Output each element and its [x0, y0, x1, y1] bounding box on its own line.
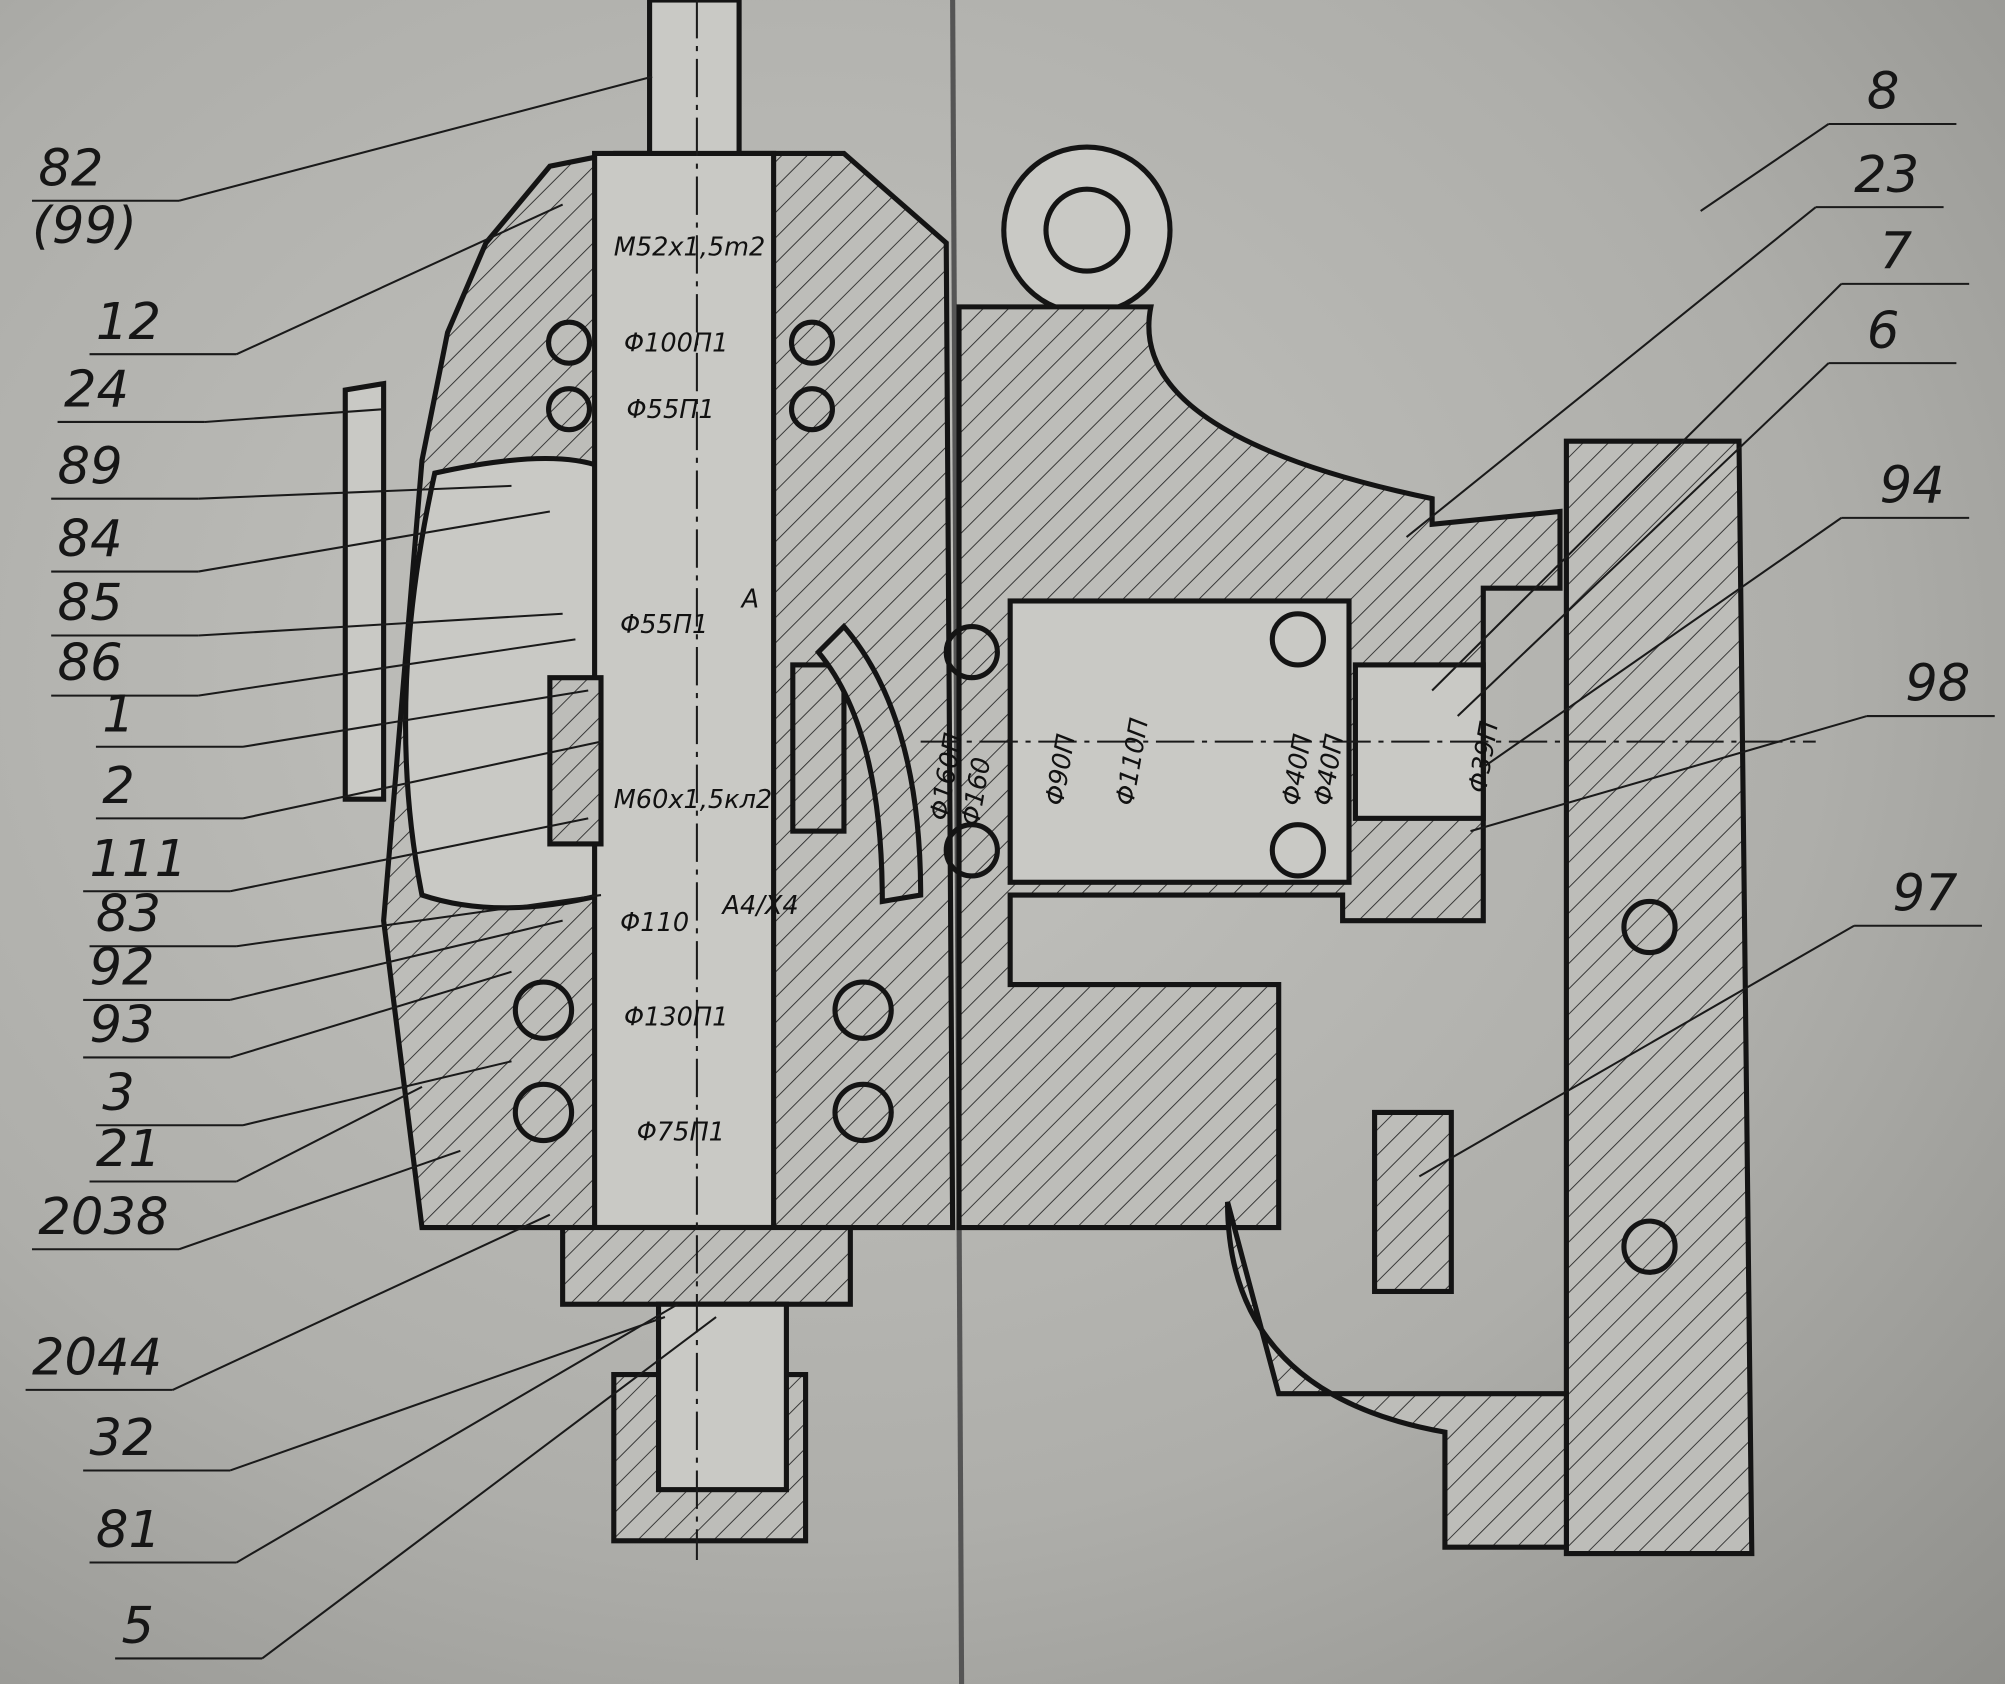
- callout-81: 81: [96, 1501, 161, 1560]
- leader-line: [1405, 206, 1817, 538]
- callout-84: 84: [58, 510, 123, 569]
- callout-24: 24: [64, 361, 129, 420]
- dim-d100: Φ100П1: [624, 329, 728, 359]
- leader-line: [1470, 715, 1868, 833]
- right-housing: [943, 144, 1755, 1557]
- dim-d110-fit: A4/X4: [720, 891, 798, 921]
- leader-line: [198, 612, 563, 637]
- callout-111: 111: [90, 830, 188, 889]
- callout-86: 86: [58, 634, 123, 693]
- callout-32: 32: [90, 1409, 155, 1468]
- callout-94: 94: [1880, 457, 1945, 516]
- leader-line: [204, 408, 384, 423]
- callout-21: 21: [96, 1120, 161, 1179]
- left-callouts: 82(99)1224898485861211183929332120382044…: [25, 75, 717, 1660]
- dim-d110: Φ110: [620, 908, 689, 938]
- callout-12: 12: [96, 293, 161, 352]
- leader-line: [1482, 517, 1842, 769]
- dim-d55a: Φ55П1: [627, 395, 715, 425]
- dim-thread-top: M52x1,5m2: [614, 233, 766, 263]
- dim-d55b: Φ55П1: [620, 610, 708, 640]
- callout-99: (99): [32, 197, 137, 256]
- callout-2: 2: [102, 757, 135, 816]
- callout-3: 3: [102, 1064, 135, 1123]
- dim-d75: Φ75П1: [637, 1118, 725, 1148]
- callout-5: 5: [122, 1597, 155, 1656]
- callout-1: 1: [102, 685, 135, 744]
- dim-thread-mid: M60x1,5кл2: [614, 785, 772, 815]
- leader-line: [242, 689, 589, 748]
- leader-line: [1456, 362, 1830, 717]
- callout-89: 89: [58, 437, 123, 496]
- callout-97: 97: [1892, 864, 1958, 923]
- leader-line: [198, 484, 512, 500]
- callout-98: 98: [1905, 655, 1970, 714]
- callout-8: 8: [1867, 63, 1900, 122]
- right-callouts: 8 23 7 6 94 98 97: [1405, 63, 1995, 1178]
- leader-line: [178, 75, 653, 202]
- leader-line: [1418, 924, 1855, 1178]
- leader-line: [236, 1085, 423, 1183]
- leader-line: [198, 638, 576, 697]
- leader-line: [172, 1213, 551, 1391]
- leader-line: [236, 1303, 679, 1564]
- callout-82: 82: [38, 139, 103, 198]
- callout-83: 83: [96, 885, 161, 944]
- callout-2038: 2038: [38, 1188, 168, 1247]
- leader-line: [178, 1149, 461, 1251]
- callout-2044: 2044: [32, 1329, 162, 1388]
- leader-line: [229, 817, 589, 893]
- leader-line: [229, 919, 563, 1001]
- callout-85: 85: [58, 574, 123, 633]
- leader-line: [242, 740, 602, 820]
- leader-line: [236, 203, 564, 356]
- leader-line: [1700, 123, 1830, 212]
- leader-line: [261, 1316, 717, 1660]
- dim-d130: Φ130П1: [624, 1002, 728, 1032]
- leader-line: [1431, 283, 1843, 692]
- leader-line: [236, 894, 602, 948]
- leader-line: [198, 510, 551, 573]
- callout-7: 7: [1880, 223, 1913, 282]
- callout-92: 92: [90, 939, 155, 998]
- dim-d55b-fit: A: [740, 584, 760, 614]
- leader-line: [242, 1060, 512, 1127]
- leader-line: [229, 970, 512, 1059]
- callout-23: 23: [1854, 146, 1919, 205]
- leader-line: [229, 1316, 666, 1472]
- left-housing: [342, 0, 956, 1544]
- callout-6: 6: [1867, 302, 1900, 361]
- callout-93: 93: [90, 996, 155, 1055]
